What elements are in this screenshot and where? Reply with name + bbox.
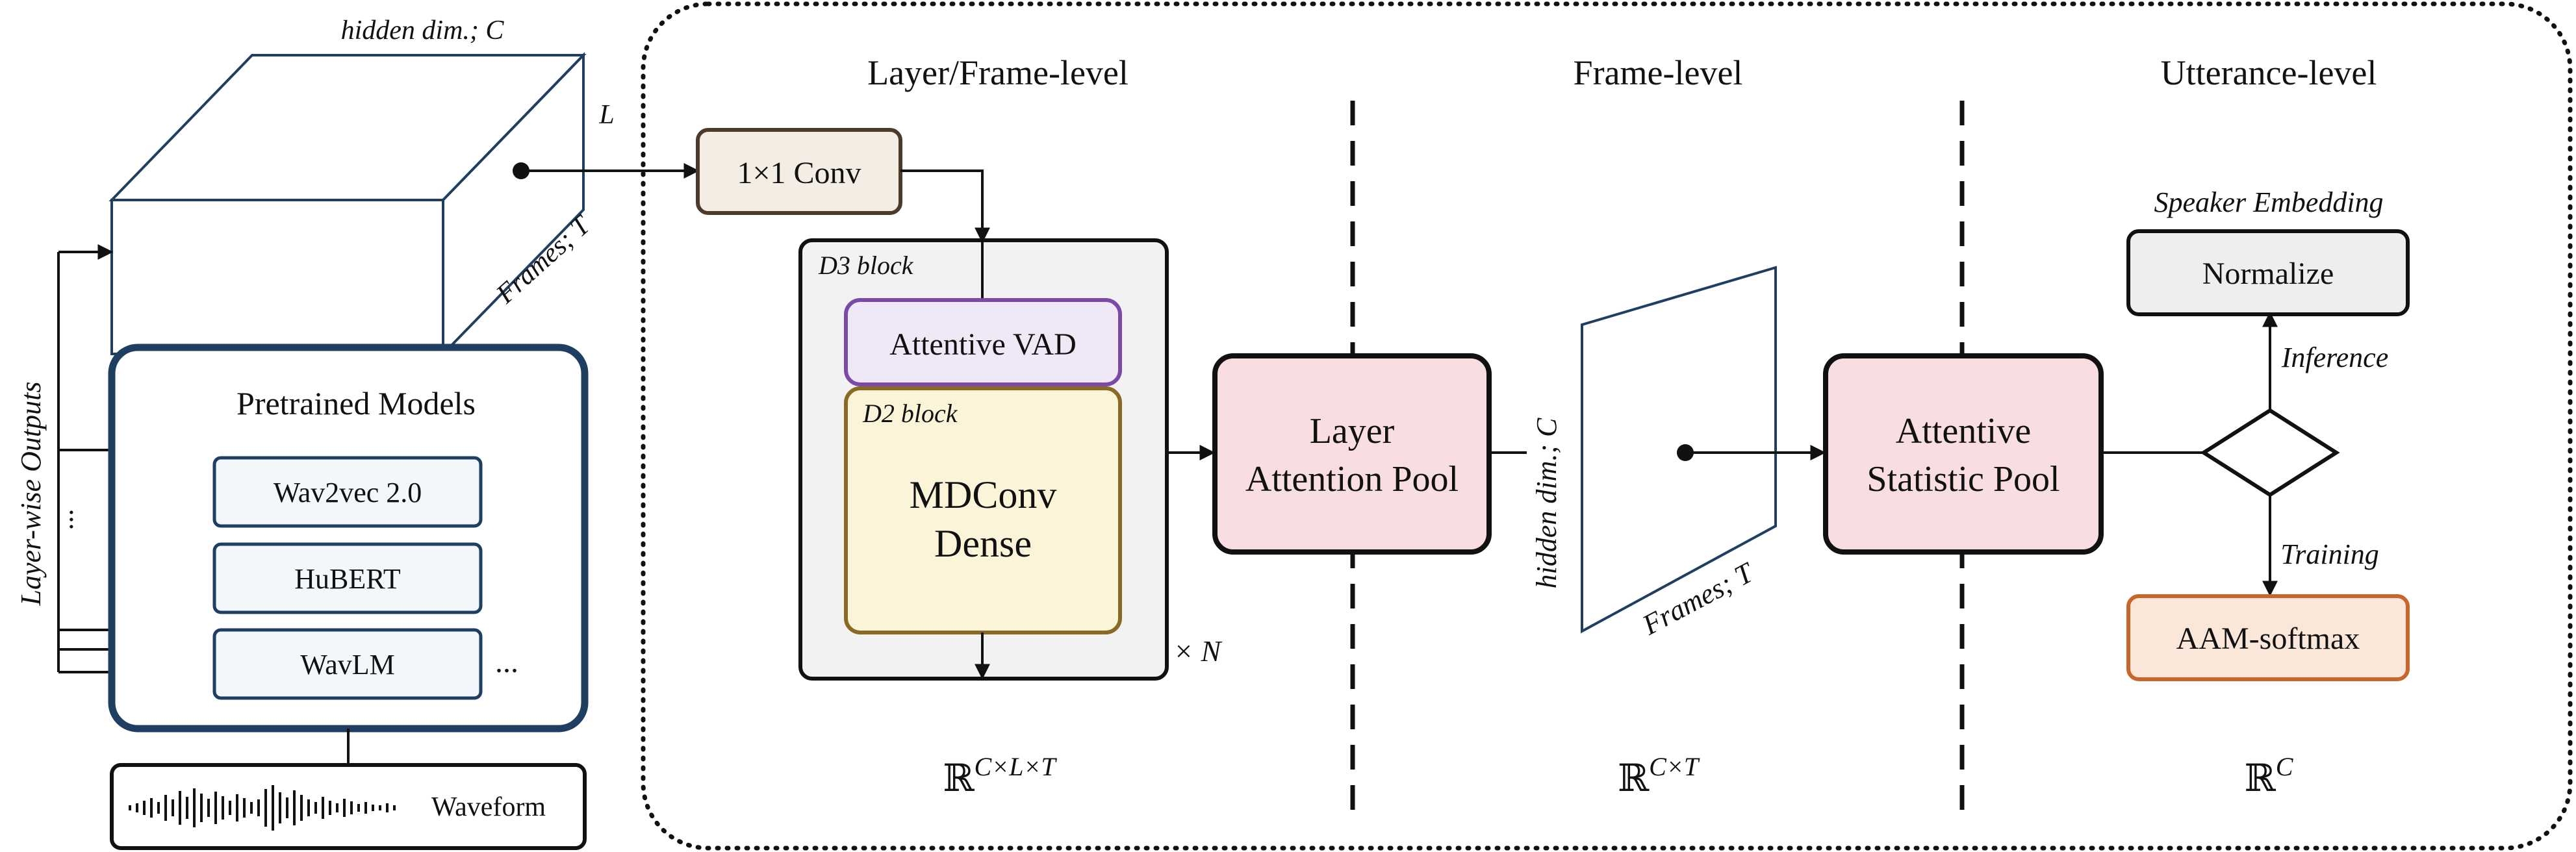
decision-diamond — [2200, 408, 2340, 497]
d2-block-label: D2 block — [862, 399, 958, 428]
stat-pool-label-line1: Attentive — [1896, 411, 2031, 451]
waveform-icon — [129, 785, 396, 831]
speaker-embedding-label: Speaker Embedding — [2154, 186, 2383, 218]
waveform-box — [110, 763, 587, 850]
model-box-hubert — [212, 542, 483, 614]
cube-top-label: hidden dim.; C — [341, 16, 505, 45]
layer-pool-label-line1: Layer — [1310, 411, 1395, 451]
feature-cube — [108, 52, 587, 357]
main-dotted-frame — [641, 1, 2573, 851]
shape-label-c: ℝC — [2245, 752, 2294, 799]
shape-label-clt: ℝC×L×T — [943, 752, 1057, 799]
attentive-statistic-pool-box — [1823, 353, 2104, 555]
normalize-label: Normalize — [2202, 257, 2334, 291]
section-layer-frame: Layer/Frame-level — [867, 53, 1129, 92]
conv-to-d3-arrow — [900, 169, 990, 244]
repeat-n-label: × N — [1173, 634, 1223, 668]
model-box-wav2vec — [212, 456, 483, 528]
model-label-wavlm: WavLM — [300, 649, 395, 681]
model-label-hubert: HuBERT — [294, 563, 401, 595]
inference-label: Inference — [2281, 342, 2388, 373]
stat-pool-label-line2: Statistic Pool — [1867, 459, 2060, 499]
mdconv-label-line2: Dense — [934, 522, 1032, 565]
section-utterance: Utterance-level — [2161, 53, 2377, 92]
layer-attention-pool-box — [1212, 353, 1492, 555]
layerwise-label: Layer-wise Outputs — [15, 382, 47, 607]
cube-depth-label: L — [598, 100, 614, 130]
aam-softmax-label: AAM-softmax — [2176, 621, 2360, 656]
section-frame: Frame-level — [1574, 53, 1743, 92]
model-label-wav2vec: Wav2vec 2.0 — [274, 477, 422, 508]
layerwise-dots: ... — [47, 509, 79, 531]
pretrained-models-title: Pretrained Models — [236, 385, 476, 421]
conv-label: 1×1 Conv — [737, 156, 861, 190]
layerwise-bracket — [57, 244, 114, 673]
attentive-vad-label: Attentive VAD — [889, 327, 1077, 362]
plane-vertical-label: hidden dim.; C — [1531, 418, 1562, 588]
waveform-label: Waveform — [431, 792, 546, 822]
shape-label-ct: ℝC×T — [1618, 752, 1700, 799]
attentive-vad-box — [844, 298, 1122, 386]
aam-softmax-box — [2126, 594, 2410, 681]
layer-pool-label-line2: Attention Pool — [1245, 459, 1459, 499]
mdconv-label-line1: MDConv — [910, 473, 1057, 516]
d3-block-label: D3 block — [818, 251, 914, 280]
model-box-wavlm — [212, 628, 483, 700]
models-more-dots: ... — [495, 645, 518, 679]
training-label: Training — [2280, 538, 2379, 570]
normalize-box — [2126, 229, 2410, 316]
